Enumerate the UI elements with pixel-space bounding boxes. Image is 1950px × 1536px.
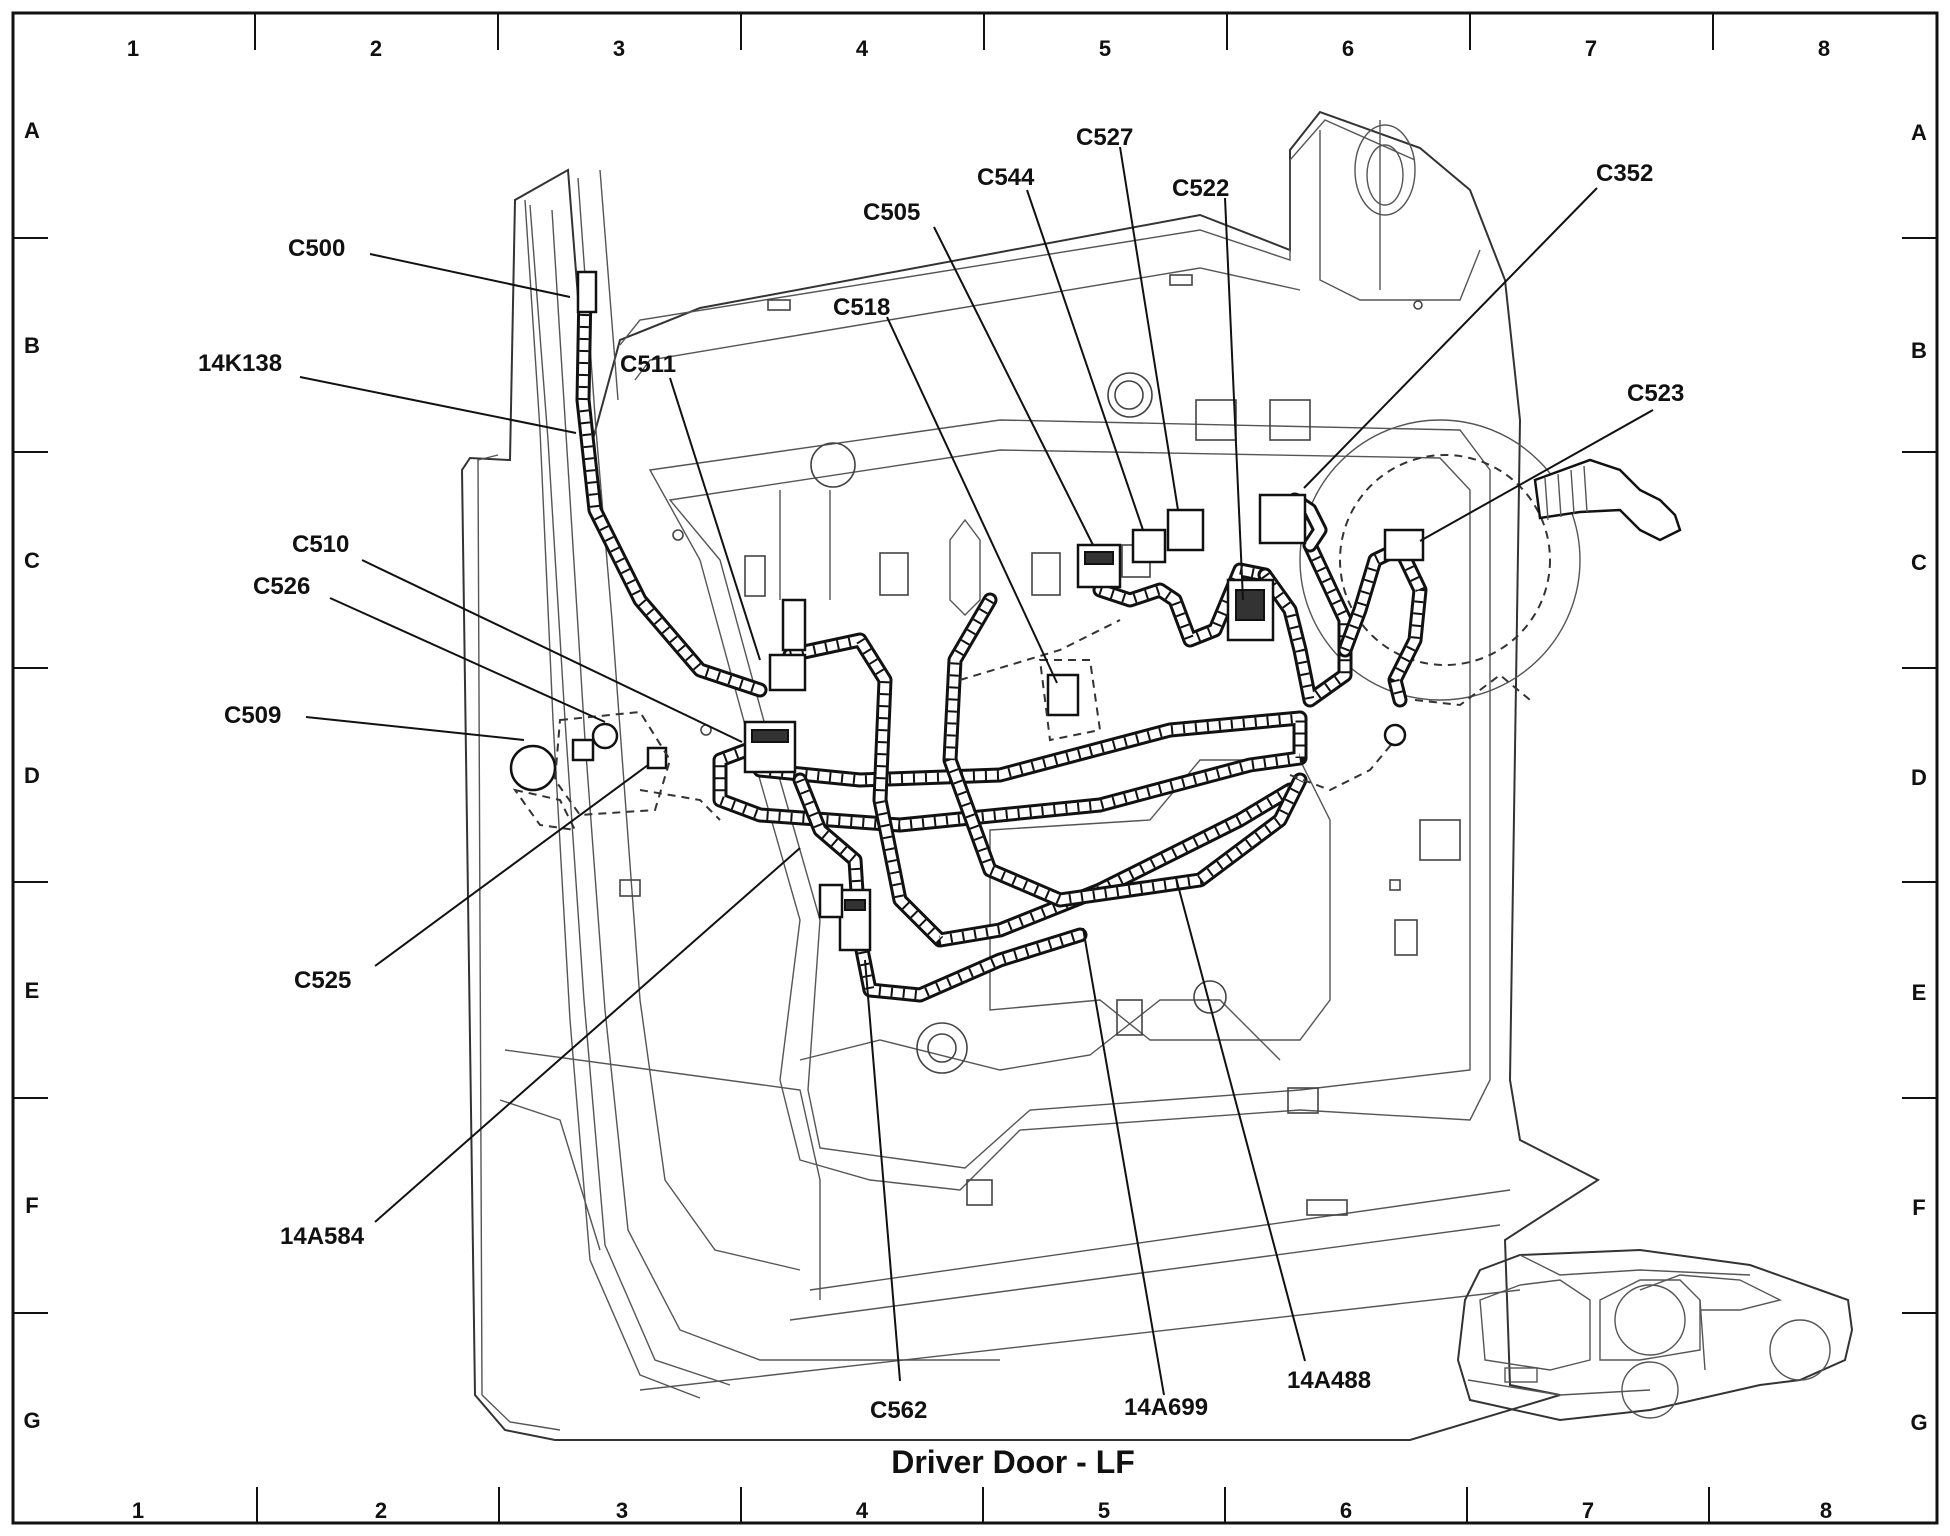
row-label: E [1912,980,1927,1005]
col-label: 2 [375,1498,387,1523]
label-c352: C352 [1596,160,1653,187]
label-14a488: 14A488 [1287,1367,1371,1394]
grid-labels-right: A B C D E F G [1910,120,1927,1435]
diagram-title: Driver Door - LF [891,1444,1135,1480]
col-label: 6 [1342,36,1354,61]
door-outline [460,110,1600,1441]
row-label: A [1911,120,1927,145]
label-c562: C562 [870,1397,927,1424]
label-c509: C509 [224,702,281,729]
col-label: 4 [856,1498,869,1523]
row-label: C [24,548,40,573]
label-c505: C505 [863,199,920,226]
connectors [509,270,1425,952]
label-c526: C526 [253,573,310,600]
label-14a584: 14A584 [280,1223,365,1250]
grid-labels-top: 1 2 3 4 5 6 7 8 [127,36,1830,61]
row-label: E [25,978,40,1003]
label-c523: C523 [1627,380,1684,407]
label-c500: C500 [288,235,345,262]
grid-ticks [13,13,1937,1523]
label-14k138: 14K138 [198,350,282,377]
col-label: 5 [1099,36,1111,61]
label-c525: C525 [294,967,351,994]
wiring-harness [575,282,1531,1003]
row-label: G [23,1408,40,1433]
vehicle-locator-icon [1456,1248,1854,1422]
callout-labels: C500 14K138 C510 C526 C509 C525 14A584 C… [198,124,1684,1424]
col-label: 7 [1582,1498,1594,1523]
col-label: 1 [132,1498,144,1523]
label-c522: C522 [1172,175,1229,202]
col-label: 8 [1820,1498,1832,1523]
door-grommet [1533,458,1682,542]
col-label: 3 [613,36,625,61]
label-14a699: 14A699 [1124,1394,1208,1421]
row-label: B [1911,338,1927,363]
label-c518: C518 [833,294,890,321]
col-label: 6 [1340,1498,1352,1523]
label-c511: C511 [620,351,676,378]
row-label: C [1911,550,1927,575]
col-label: 3 [616,1498,628,1523]
grid-labels-bottom: 1 2 3 4 5 6 7 8 [132,1498,1832,1523]
label-c510: C510 [292,531,349,558]
callout-leaders [299,146,1654,1396]
row-label: D [24,763,40,788]
col-label: 2 [370,36,382,61]
row-label: G [1910,1410,1927,1435]
grid-labels-left: A B C D E F G [23,118,40,1433]
label-c527: C527 [1076,124,1133,151]
row-label: B [24,333,40,358]
row-label: F [1912,1195,1925,1220]
row-label: D [1911,765,1927,790]
row-label: F [25,1193,38,1218]
col-label: 7 [1585,36,1597,61]
col-label: 5 [1098,1498,1110,1523]
diagram-frame [11,11,1939,1525]
col-label: 4 [856,36,869,61]
col-label: 1 [127,36,139,61]
col-label: 8 [1818,36,1830,61]
label-c544: C544 [977,164,1035,191]
row-label: A [24,118,40,143]
